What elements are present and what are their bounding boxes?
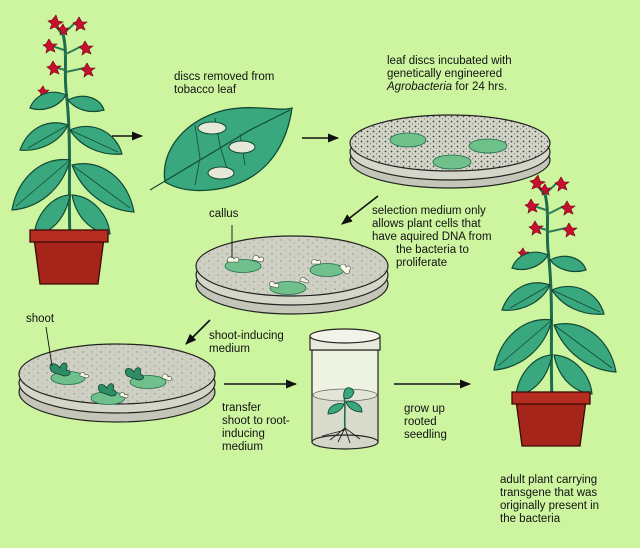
label-line: selection medium only: [372, 205, 486, 217]
label-line: seedling: [404, 429, 447, 441]
label-line-rest: for 24 hrs.: [452, 81, 508, 93]
label-line: allows plant cells that: [372, 218, 481, 230]
label-line: inducing: [222, 428, 265, 440]
agrobacteria-italic: Agrobacteria: [387, 81, 453, 93]
label-shoot: shoot: [26, 313, 54, 326]
label-shoot-inducing-medium: shoot-inducing medium: [209, 330, 284, 356]
culture-jar: [309, 328, 381, 450]
label-line: shoot: [26, 313, 55, 325]
label-line: discs removed from: [174, 71, 275, 83]
label-selection-medium: selection medium only allows plant cells…: [372, 205, 492, 270]
label-incubated: leaf discs incubated with genetically en…: [387, 55, 512, 94]
label-line: grow up: [404, 403, 445, 415]
label-grow-up: grow up rooted seedling: [404, 403, 447, 442]
arrow-to-shoot-dish: [185, 319, 211, 345]
label-callus: callus: [209, 208, 238, 221]
label-line: shoot-inducing: [209, 330, 284, 342]
label-line: callus: [209, 208, 239, 220]
arrow-to-selection-dish: [341, 195, 379, 225]
label-line: Agrobacteria for 24 hrs.: [387, 81, 512, 94]
label-line: medium: [209, 343, 250, 355]
label-line: rooted: [404, 416, 437, 428]
label-line: shoot to root-: [222, 415, 290, 427]
label-line: transgene that was: [500, 487, 598, 499]
petri-dish-selection: [195, 225, 389, 315]
label-line: the bacteria to: [396, 244, 469, 256]
label-line: transfer: [222, 402, 261, 414]
petri-dish-shoot: [18, 326, 216, 423]
label-line: originally present in: [500, 500, 600, 512]
label-line: the bacteria: [500, 513, 561, 525]
label-line: adult plant carrying: [500, 474, 598, 486]
label-line: medium: [222, 441, 263, 453]
petri-dish-incubation: [349, 114, 551, 189]
tobacco-leaf: [149, 107, 293, 192]
label-discs-removed: discs removed from tobacco leaf: [174, 71, 274, 97]
label-line: have aquired DNA from: [372, 231, 492, 243]
label-line: leaf discs incubated with: [387, 55, 512, 67]
tobacco-plant-left: [11, 14, 135, 285]
label-line: tobacco leaf: [174, 84, 237, 96]
label-transfer-shoot: transfer shoot to root- inducing medium: [222, 402, 290, 454]
label-line: genetically engineered: [387, 68, 503, 80]
label-adult-plant: adult plant carrying transgene that was …: [500, 474, 599, 526]
label-line: proliferate: [396, 257, 448, 269]
tobacco-plant-right: [493, 174, 617, 447]
